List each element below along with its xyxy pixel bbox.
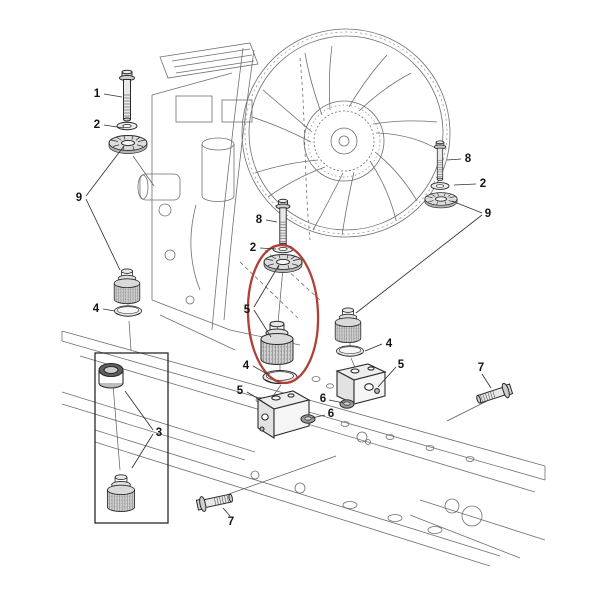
- highlight-ellipse: [246, 243, 320, 385]
- callout-1: 1: [94, 88, 101, 100]
- callout-5: 5: [244, 304, 251, 316]
- callout-8: 8: [256, 214, 263, 226]
- detail-box-mount-top: [98, 362, 124, 389]
- callout-5: 5: [398, 359, 405, 371]
- callout-leader-9: [451, 200, 483, 214]
- callout-leader-2: [453, 183, 477, 186]
- hardware-parts: [108, 69, 514, 513]
- mount-isolator-right: [334, 307, 362, 344]
- callout-4: 4: [243, 360, 250, 372]
- callout-6: 6: [320, 393, 326, 405]
- callout-leader-1: [103, 93, 123, 98]
- callout-4: 4: [93, 303, 100, 315]
- mount-isolator-center: [260, 320, 294, 365]
- callout-9: 9: [76, 192, 82, 204]
- frame-illustration: [61, 330, 546, 567]
- callout-leader-2: [259, 247, 277, 250]
- callout-leader-8: [265, 219, 278, 223]
- retainer-washer-center: [263, 254, 303, 273]
- callout-leader-5: [253, 264, 280, 308]
- bolt-8-right: [433, 140, 447, 181]
- callout-2: 2: [480, 178, 486, 190]
- callout-5: 5: [237, 385, 244, 397]
- bolt-7-right: [474, 381, 514, 408]
- callout-leader-3: [131, 433, 154, 469]
- callout-leader-9: [355, 214, 483, 314]
- callout-7: 7: [228, 516, 234, 528]
- washer-2-right: [430, 182, 450, 190]
- callout-leader-4: [252, 365, 270, 376]
- callout-leader-5: [377, 366, 397, 388]
- mount-isolator-left: [113, 268, 141, 305]
- callout-leader-9: [85, 198, 121, 271]
- callout-2: 2: [94, 119, 100, 131]
- callout-8: 8: [465, 153, 472, 165]
- washer-4-left: [114, 305, 143, 317]
- callout-9: 9: [485, 208, 491, 220]
- callout-6: 6: [328, 408, 334, 420]
- callout-leader-5: [253, 309, 272, 338]
- washer-2-left: [116, 121, 138, 131]
- callout-leader-7: [222, 507, 231, 517]
- detail-box-mount-bottom: [106, 474, 136, 513]
- bracket-left: [256, 390, 311, 439]
- callout-leader-7: [481, 373, 492, 389]
- callout-leader-6: [328, 399, 345, 404]
- bolt-7-bottom: [195, 489, 235, 513]
- callout-leader-6: [311, 414, 326, 419]
- callout-leader-4: [102, 308, 116, 312]
- bracket-right: [335, 363, 387, 405]
- callout-7: 7: [478, 362, 484, 374]
- callout-leader-9: [85, 145, 125, 197]
- callout-2: 2: [250, 242, 256, 254]
- callout-leader-2: [103, 124, 125, 129]
- callout-4: 4: [386, 338, 393, 350]
- callout-leader-3: [124, 390, 154, 431]
- callout-3: 3: [156, 427, 162, 439]
- nut-6-right: [339, 399, 355, 409]
- assembly-axis-lines: [112, 155, 357, 471]
- callout-leader-8: [446, 158, 462, 161]
- callout-leader-4: [364, 343, 383, 352]
- bolt-8-center: [275, 198, 291, 247]
- callout-leader-5: [246, 391, 263, 402]
- bolt-1: [119, 69, 135, 122]
- washer-4-right: [335, 345, 365, 357]
- retainer-washer-left: [108, 135, 148, 154]
- nut-6-left: [300, 414, 316, 424]
- fan-illustration: [241, 28, 451, 238]
- retainer-washer-right: [424, 192, 458, 209]
- detail-box-border: [94, 352, 169, 524]
- detail-box: [94, 352, 169, 524]
- engine-illustration: [137, 42, 321, 351]
